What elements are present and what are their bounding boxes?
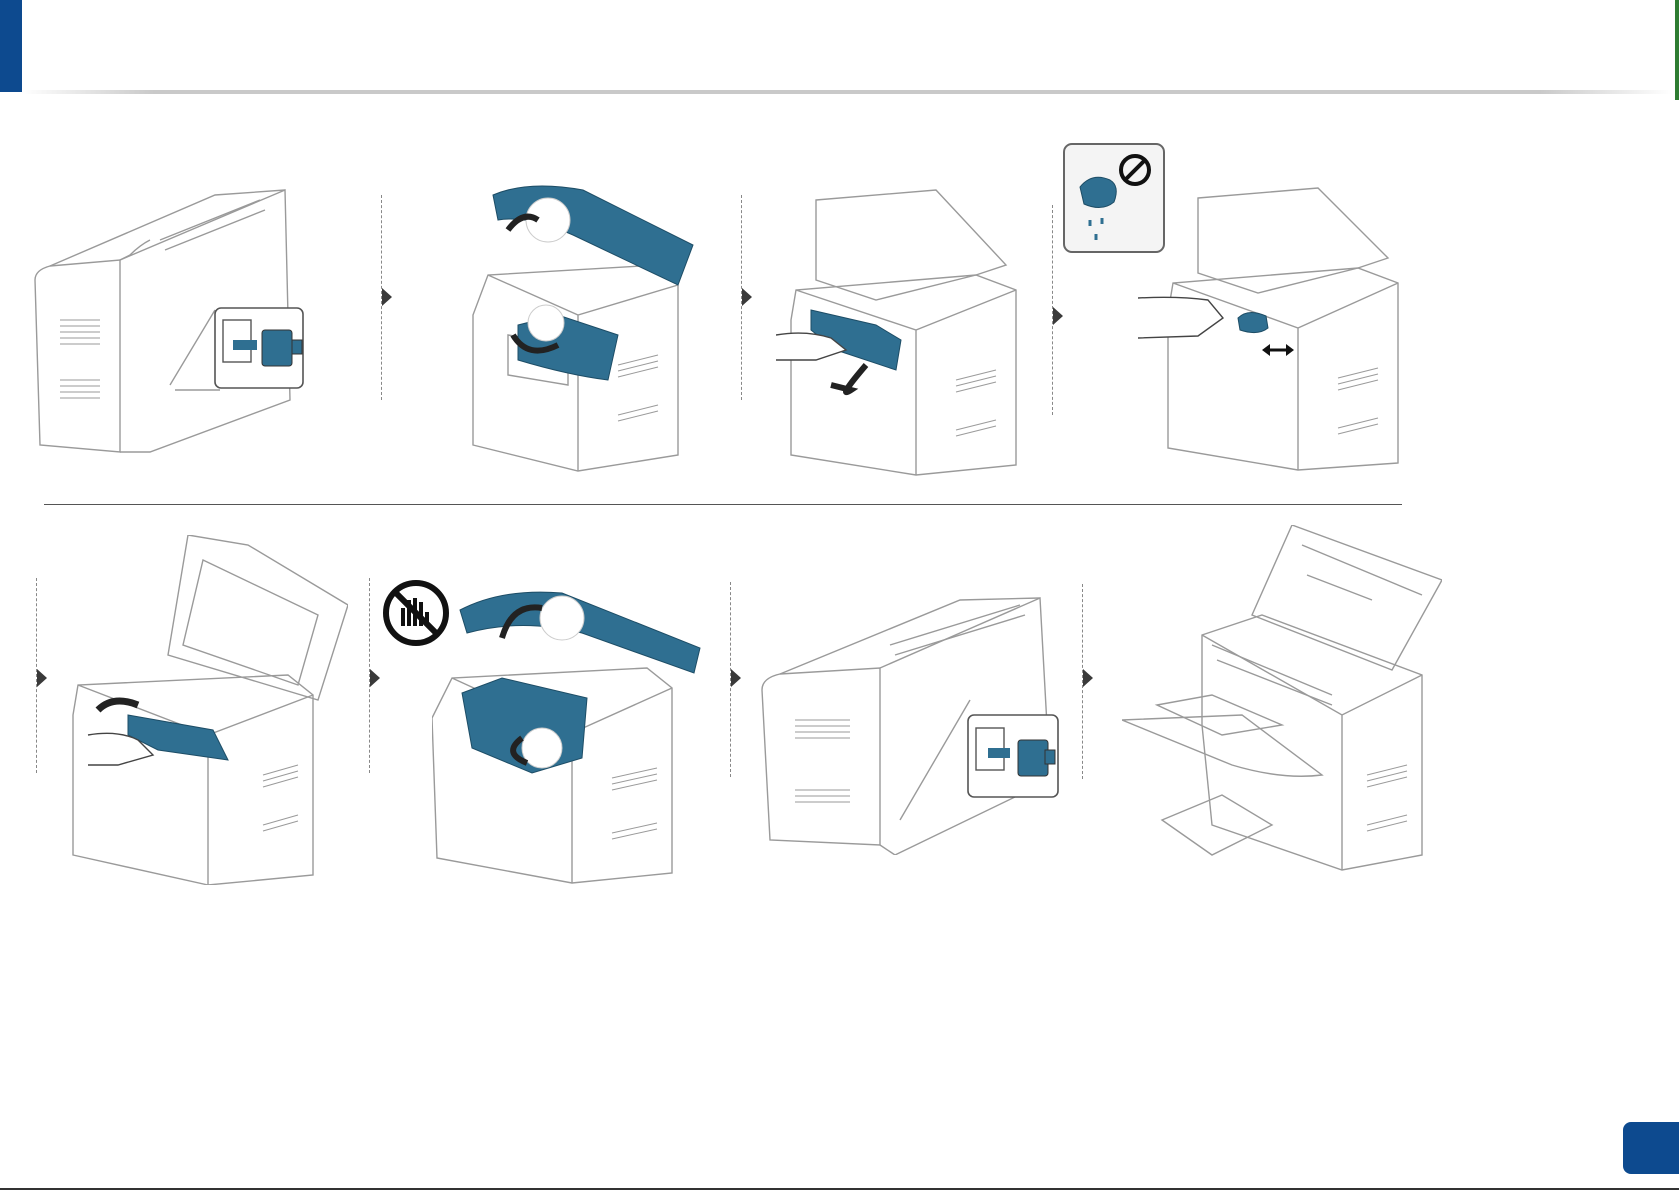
section-divider [44, 504, 1402, 505]
step-arrow-icon [382, 288, 392, 306]
step-4-wipe-inside-icon [1138, 178, 1418, 478]
step-arrow-icon [1053, 307, 1063, 325]
step-1-unplug-printer-icon [30, 180, 320, 460]
step-8-printer-ready-icon [1122, 525, 1442, 890]
step-arrow-icon [731, 669, 741, 687]
step-6-close-cover-icon [432, 588, 712, 888]
step-2-open-cover-icon [468, 175, 718, 475]
step-5-insert-toner-icon [68, 535, 348, 885]
step-arrow-icon [37, 669, 47, 687]
page-number-badge [1623, 1122, 1679, 1174]
page-footer-rule [0, 1188, 1679, 1190]
step-arrow-icon [1083, 669, 1093, 687]
step-7-plug-in-printer-icon [760, 590, 1070, 855]
step-arrow-icon [742, 288, 752, 306]
step-arrow-icon [370, 669, 380, 687]
step-3-remove-toner-icon [776, 180, 1026, 480]
